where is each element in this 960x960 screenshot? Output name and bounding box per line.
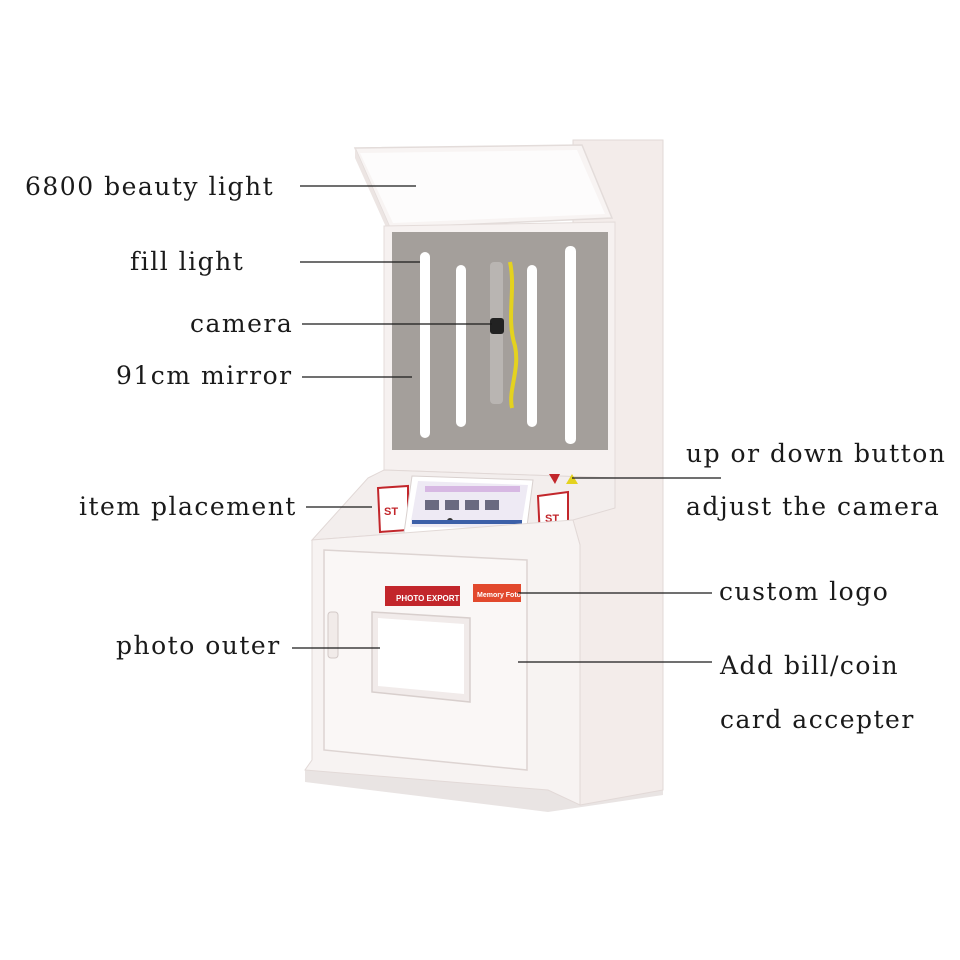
label-photo-outer: photo outer <box>116 633 281 658</box>
screen-header <box>425 486 520 492</box>
label-fill-light: fill light <box>130 249 244 274</box>
fill-light-bar-1 <box>420 252 430 438</box>
label-card-accepter: card accepter <box>720 707 915 732</box>
label-bill-coin: Add bill/coin <box>720 653 899 678</box>
label-custom-logo: custom logo <box>719 579 889 604</box>
photo-export-text: PHOTO EXPORT <box>396 594 460 603</box>
label-item-placement: item placement <box>79 494 297 519</box>
custom-logo-text: Memory Foto <box>477 592 521 599</box>
label-mirror: 91cm mirror <box>116 363 293 388</box>
label-up-down-button: up or down button <box>686 441 946 466</box>
label-beauty-light: 6800 beauty light <box>25 174 274 199</box>
sign-text-left: ST <box>384 506 398 518</box>
fill-light-bar-4 <box>565 246 576 444</box>
fill-light-bar-3 <box>527 265 537 427</box>
camera-lens <box>490 318 504 334</box>
screen-footer <box>412 520 522 524</box>
label-adjust-camera: adjust the camera <box>686 494 940 519</box>
fill-light-bar-2 <box>456 265 466 427</box>
label-camera: camera <box>190 311 293 336</box>
screen-tile-1 <box>425 500 439 510</box>
door-handle[interactable] <box>328 612 338 658</box>
photo-outlet-inner <box>378 618 464 694</box>
screen-tile-2 <box>445 500 459 510</box>
screen-tile-3 <box>465 500 479 510</box>
screen-tile-4 <box>485 500 499 510</box>
